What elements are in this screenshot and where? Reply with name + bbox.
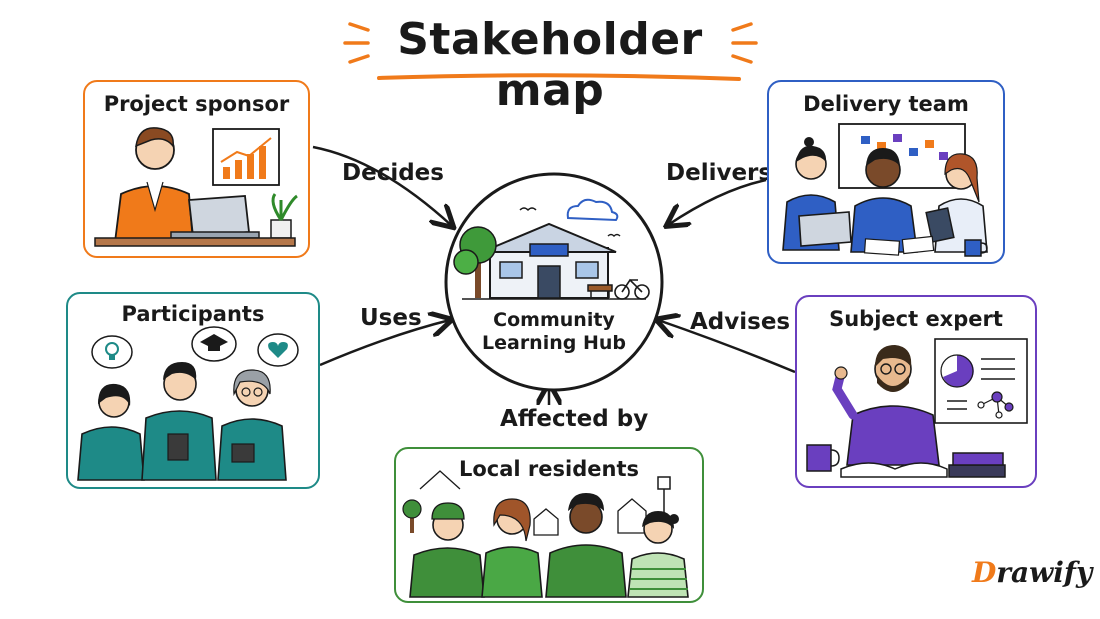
card-participants: Participants [66, 292, 320, 489]
hub-building-icon [481, 222, 617, 299]
relation-label-decides: Decides [342, 160, 444, 186]
person-participant-3-icon [217, 369, 287, 481]
participants-illustration [77, 326, 299, 481]
brand-logo: Drawify [972, 556, 1092, 589]
arrow-decides [312, 145, 452, 226]
brand-logo-first-letter: D [972, 556, 997, 589]
expert-illustration [806, 338, 1028, 478]
bench-icon [587, 284, 613, 298]
lightbulb-bubble-icon [91, 335, 133, 369]
tree-icon [402, 499, 422, 533]
arrow-delivers [668, 178, 767, 225]
person-resident-4-icon [627, 511, 689, 598]
arrow-advises [658, 320, 796, 374]
mug-icon [964, 239, 988, 257]
card-label-subject-expert: Subject expert [829, 307, 1003, 331]
heart-bubble-icon [257, 333, 299, 367]
cloud-icon [566, 198, 619, 222]
laptop-icon [798, 211, 852, 247]
graduation-cap-bubble-icon [191, 326, 237, 362]
book-stack-icon [948, 452, 1006, 478]
open-book-icon [840, 462, 948, 478]
whiteboard-icon [838, 123, 966, 189]
residents-illustration [402, 470, 689, 598]
laptop-icon [170, 195, 260, 239]
hub-label: Community Learning Hub [464, 309, 644, 355]
relation-label-advises: Advises [690, 309, 791, 335]
person-participant-1-icon [77, 383, 145, 481]
person-sponsor-icon [113, 127, 194, 243]
card-label-local-residents: Local residents [459, 457, 639, 481]
card-label-participants: Participants [121, 302, 265, 326]
mug-icon [806, 444, 840, 472]
tree-icon [453, 226, 497, 298]
papers-icon [863, 235, 935, 256]
delivery-illustration [782, 123, 988, 257]
card-label-delivery-team: Delivery team [803, 92, 969, 116]
hub-label-line1: Community [493, 309, 615, 331]
sponsor-illustration [94, 127, 298, 247]
person-resident-2-icon [481, 498, 543, 598]
card-project-sponsor: Project sponsor [83, 80, 310, 258]
hub-label-line2: Learning Hub [482, 332, 626, 355]
card-label-project-sponsor: Project sponsor [103, 92, 290, 116]
presentation-board-icon [934, 338, 1028, 424]
relation-label-delivers: Delivers [666, 160, 773, 186]
person-expert-icon [832, 345, 940, 466]
card-delivery-team: Delivery team [767, 80, 1005, 264]
arrow-uses [319, 320, 450, 367]
desk [94, 237, 296, 247]
relation-label-affected-by: Affected by [500, 406, 649, 432]
person-participant-2-icon [141, 362, 217, 481]
card-local-residents: Local residents [394, 447, 704, 603]
growth-chart-icon [212, 128, 280, 186]
plant-icon [270, 193, 298, 239]
brand-logo-rest: rawify [996, 556, 1093, 589]
person-resident-1-icon [409, 502, 485, 598]
title-underline [377, 73, 741, 81]
relation-label-uses: Uses [360, 305, 422, 331]
card-subject-expert: Subject expert [795, 295, 1037, 488]
person-resident-3-icon [545, 493, 627, 598]
tablet-icon [925, 207, 955, 243]
birds-icon [519, 207, 621, 238]
